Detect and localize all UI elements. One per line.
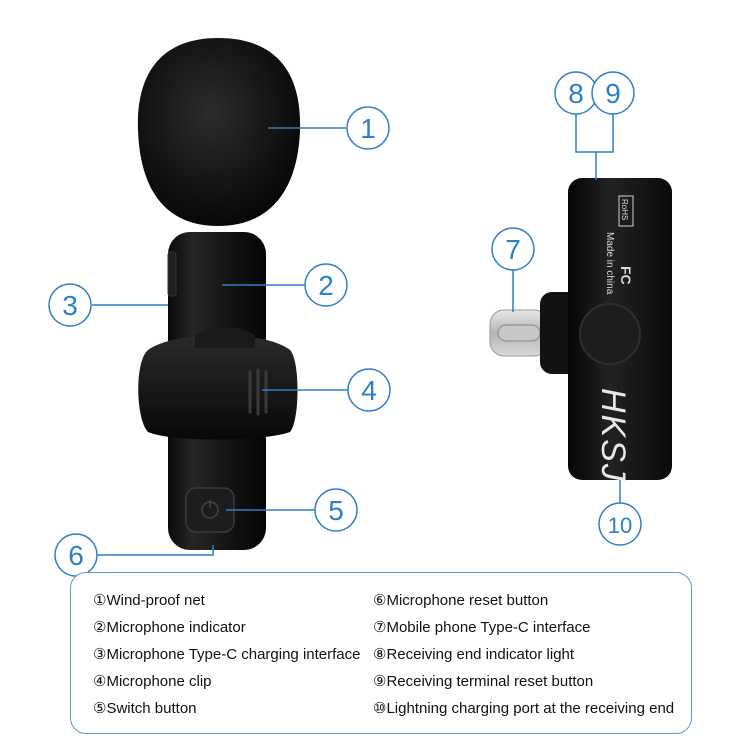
- legend-item-microphone-indicator: ②Microphone indicator: [93, 619, 246, 636]
- callout-1-label: 1: [360, 113, 376, 144]
- leader-line-6: [97, 545, 214, 556]
- legend-item-receiving-reset: ⑨Receiving terminal reset button: [373, 673, 594, 690]
- leader-line-8-9: [575, 112, 614, 153]
- legend-box: ①Wind-proof net ②Microphone indicator ③M…: [70, 572, 692, 734]
- microphone: [137, 38, 301, 550]
- callout-labels: 1 2 3 4 5 6 7 8 9 10: [62, 78, 632, 571]
- legend-item-lightning-port: ⑩Lightning charging port at the receivin…: [373, 700, 675, 717]
- callout-8-label: 8: [568, 78, 584, 109]
- legend-column-right: ⑥Microphone reset button ⑦Mobile phone T…: [373, 587, 674, 722]
- callout-7-label: 7: [505, 234, 521, 265]
- legend-item-receiving-indicator: ⑧Receiving end indicator light: [373, 646, 575, 663]
- brand-logo-text: HKSJ: [594, 388, 632, 483]
- usb-c-plug-slot: [497, 324, 541, 342]
- callout-4-label: 4: [361, 375, 377, 406]
- microphone-clip: [138, 335, 298, 440]
- clip-top: [195, 327, 255, 348]
- rohs-mark: RoHS: [620, 199, 629, 220]
- callout-1-circle: [346, 106, 390, 150]
- callout-5-label: 5: [328, 495, 344, 526]
- receiver-markings: RoHS Made in china FC: [604, 195, 634, 295]
- callout-9-label: 9: [605, 78, 621, 109]
- legend-item-switch-button: ⑤Switch button: [93, 700, 197, 717]
- callout-9-circle: [591, 71, 635, 115]
- callout-6-label: 6: [68, 540, 84, 571]
- legend-column-left: ①Wind-proof net ②Microphone indicator ③M…: [93, 587, 360, 722]
- receiver: RoHS Made in china FC HKSJ: [489, 178, 672, 483]
- legend-item-phone-typec: ⑦Mobile phone Type-C interface: [373, 619, 591, 636]
- callout-10-circle: [598, 502, 642, 546]
- leader-lines: [92, 112, 621, 556]
- microphone-typec-port: [167, 251, 177, 297]
- brand-logo: HKSJ: [594, 388, 632, 483]
- callout-5-circle: [314, 488, 358, 532]
- callout-10-label: 10: [608, 513, 632, 538]
- legend-item-microphone-typec: ③Microphone Type-C charging interface: [93, 646, 361, 663]
- receiver-reset-button: [579, 303, 641, 365]
- wind-proof-net: [137, 38, 301, 226]
- callout-2-circle: [304, 263, 348, 307]
- callout-3-label: 3: [62, 290, 78, 321]
- callout-3-circle: [48, 283, 92, 327]
- callouts: [48, 71, 642, 577]
- fcc-mark: FC: [618, 266, 634, 285]
- made-in-china-text: Made in china: [604, 232, 615, 295]
- callout-7-circle: [491, 227, 535, 271]
- legend-item-wind-proof-net: ①Wind-proof net: [93, 592, 205, 609]
- callout-4-circle: [347, 368, 391, 412]
- legend-item-microphone-clip: ④Microphone clip: [93, 673, 212, 690]
- callout-2-label: 2: [318, 270, 334, 301]
- legend-item-microphone-reset: ⑥Microphone reset button: [373, 592, 549, 609]
